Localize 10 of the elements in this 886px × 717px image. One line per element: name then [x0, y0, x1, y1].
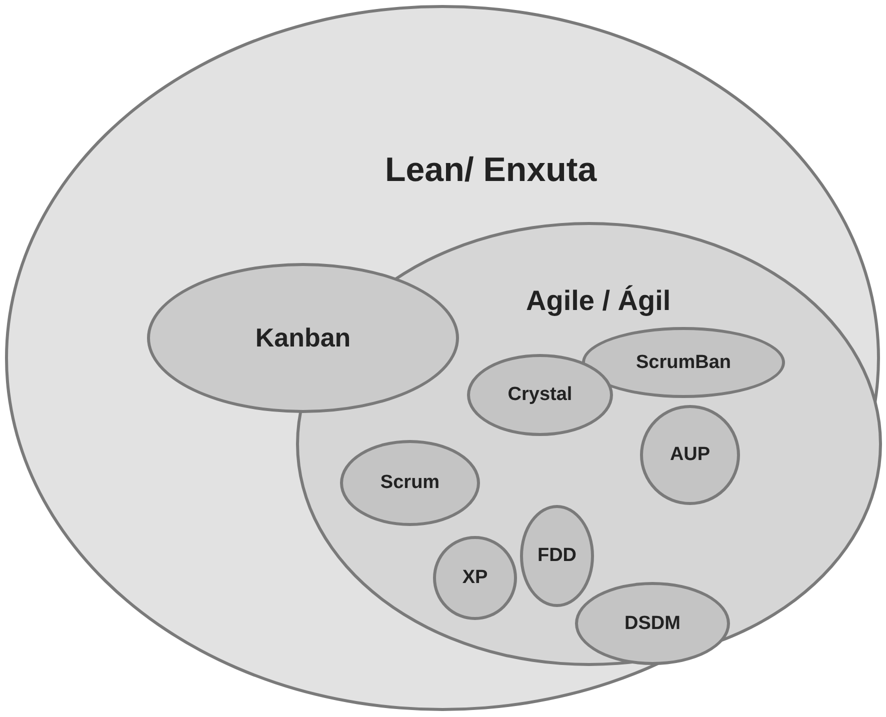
ellipse-label: Scrum — [380, 470, 440, 495]
ellipse-label: DSDM — [624, 611, 680, 636]
ellipse-label: AUP — [670, 442, 710, 467]
ellipse-label: ScrumBan — [636, 350, 732, 374]
ellipse-label: Lean/ Enxuta — [385, 150, 597, 191]
ellipse-label: Crystal — [508, 382, 572, 407]
ellipse-label: Agile / Ágil — [526, 284, 671, 318]
ellipse-label: FDD — [537, 544, 577, 568]
ellipse-label: XP — [462, 566, 488, 590]
ellipse-label: Kanban — [255, 322, 351, 354]
